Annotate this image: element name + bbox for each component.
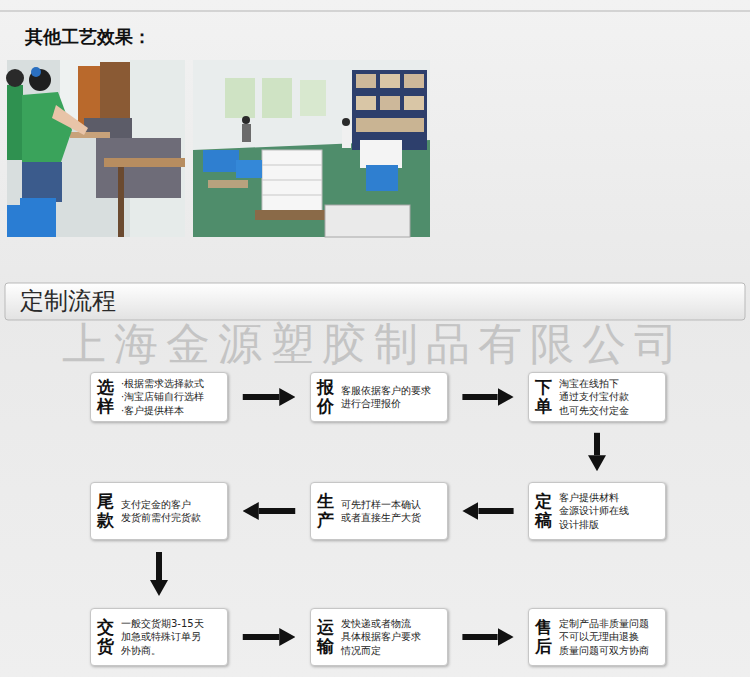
step-text: 可先打样一本确认 或者直接生产大货 bbox=[341, 498, 441, 524]
step-body: 淘宝在线拍下 通过支付宝付款 也可先交付定金 bbox=[559, 377, 659, 417]
step-heading: 生产 bbox=[317, 492, 334, 529]
step-text: ·淘宝店铺自行选样 bbox=[121, 390, 221, 403]
section-title: 定制流程 bbox=[20, 286, 116, 317]
process-box: 报价客服依据客户的要求 进行合理报价 bbox=[310, 372, 448, 422]
step-heading: 交货 bbox=[97, 618, 114, 655]
section-banner bbox=[5, 283, 745, 320]
process-box: 售后定制产品非质量问题 不可以无理由退换 质量问题可双方协商 bbox=[528, 608, 666, 666]
step-heading: 下单 bbox=[535, 378, 552, 415]
step-text: ·客户提供样本 bbox=[121, 404, 221, 417]
step-text: ·根据需求选择款式 bbox=[121, 377, 221, 390]
step-body: 客户提供材料 金源设计师在线 设计排版 bbox=[559, 491, 659, 531]
process-box: 下单淘宝在线拍下 通过支付宝付款 也可先交付定金 bbox=[528, 372, 666, 422]
step-text: 客服依据客户的要求 进行合理报价 bbox=[341, 384, 441, 410]
step-body: 定制产品非质量问题 不可以无理由退换 质量问题可双方协商 bbox=[559, 617, 659, 657]
step-heading: 报价 bbox=[317, 378, 334, 415]
step-body: 一般交货期3-15天 加急或特殊订单另 外协商。 bbox=[121, 617, 221, 657]
workshop-photo bbox=[6, 60, 185, 237]
factory-photo bbox=[193, 60, 430, 237]
process-box: 生产可先打样一本确认 或者直接生产大货 bbox=[310, 482, 448, 540]
step-text: 定制产品非质量问题 不可以无理由退换 质量问题可双方协商 bbox=[559, 617, 659, 657]
flow-arrow bbox=[243, 394, 279, 400]
top-rule bbox=[0, 10, 750, 12]
step-text: 支付定金的客户 发货前需付完货款 bbox=[121, 498, 221, 524]
step-heading: 运输 bbox=[317, 618, 334, 655]
flow-arrow bbox=[243, 634, 279, 640]
process-box: 尾款支付定金的客户 发货前需付完货款 bbox=[90, 482, 228, 540]
section-heading: 其他工艺效果： bbox=[25, 26, 151, 48]
step-text: 一般交货期3-15天 加急或特殊订单另 外协商。 bbox=[121, 617, 221, 657]
watermark: 上海金源塑胶制品有限公司 bbox=[62, 322, 686, 366]
step-text: 淘宝在线拍下 通过支付宝付款 也可先交付定金 bbox=[559, 377, 659, 417]
step-body: 支付定金的客户 发货前需付完货款 bbox=[121, 498, 221, 524]
step-heading: 尾款 bbox=[97, 492, 114, 529]
process-box: 选样·根据需求选择款式·淘宝店铺自行选样·客户提供样本 bbox=[90, 372, 228, 422]
step-body: 发快递或者物流 具体根据客户要求 情况而定 bbox=[341, 617, 441, 657]
flow-arrow bbox=[478, 508, 513, 514]
step-body: 可先打样一本确认 或者直接生产大货 bbox=[341, 498, 441, 524]
flow-arrow bbox=[259, 508, 295, 514]
step-body: 客服依据客户的要求 进行合理报价 bbox=[341, 384, 441, 410]
step-heading: 售后 bbox=[535, 618, 552, 655]
step-text: 客户提供材料 金源设计师在线 设计排版 bbox=[559, 491, 659, 531]
flow-arrow bbox=[156, 552, 162, 580]
process-box: 定稿客户提供材料 金源设计师在线 设计排版 bbox=[528, 482, 666, 540]
flow-arrow bbox=[462, 394, 497, 400]
process-box: 交货一般交货期3-15天 加急或特殊订单另 外协商。 bbox=[90, 608, 228, 666]
step-heading: 选样 bbox=[97, 378, 114, 415]
step-heading: 定稿 bbox=[535, 492, 552, 529]
flow-arrow bbox=[462, 634, 497, 640]
step-body: ·根据需求选择款式·淘宝店铺自行选样·客户提供样本 bbox=[121, 377, 221, 417]
step-text: 发快递或者物流 具体根据客户要求 情况而定 bbox=[341, 617, 441, 657]
flow-arrow bbox=[594, 433, 600, 455]
process-box: 运输发快递或者物流 具体根据客户要求 情况而定 bbox=[310, 608, 448, 666]
